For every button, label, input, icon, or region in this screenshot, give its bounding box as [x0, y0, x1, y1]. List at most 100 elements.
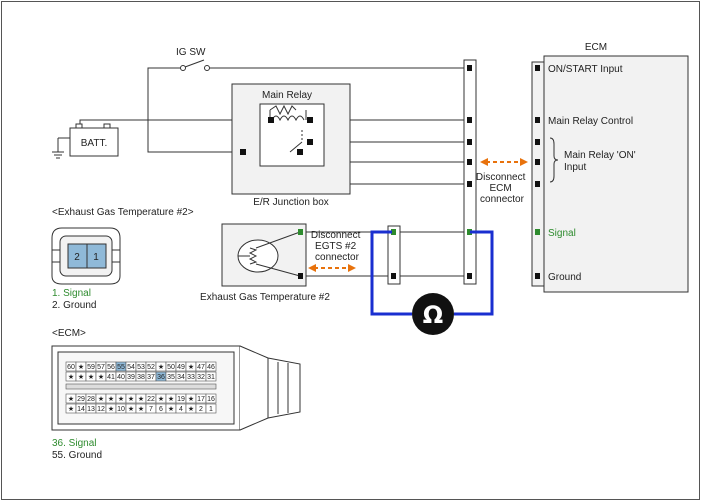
ohmmeter-loop: Ω	[370, 230, 494, 335]
ecm-pin-number: ★	[78, 373, 84, 381]
ecm-pin-number: ★	[138, 395, 144, 403]
ecm-pin-number: 49	[177, 364, 185, 371]
egts-legend-signal: 1. Signal	[52, 288, 91, 299]
ecm-pin-on-start: ON/START Input	[548, 64, 623, 75]
ecm-pin-number: ★	[128, 405, 134, 413]
relay-terminal	[268, 117, 274, 123]
ecm-pin-number: 55	[117, 364, 125, 371]
ecm-pin-number: ★	[108, 395, 114, 403]
ecm-pin-number: 28	[87, 396, 95, 403]
main-relay-label: Main Relay	[262, 90, 312, 101]
ecm-pin-number: 7	[149, 406, 153, 413]
ecm-pin-number: 16	[207, 396, 215, 403]
ecm-pin-number: 12	[97, 406, 105, 413]
ecm-pin-number: 19	[177, 396, 185, 403]
egts-connector-title: <Exhaust Gas Temperature #2>	[52, 207, 194, 218]
egts-sensor-label: Exhaust Gas Temperature #2	[200, 292, 330, 303]
ecm-pin-cell	[205, 393, 217, 404]
ecm-pin-cell	[205, 361, 217, 372]
ecm-pin-number: 46	[207, 364, 215, 371]
ecm-pin-number: 6	[159, 406, 163, 413]
omega-icon: Ω	[423, 301, 443, 329]
ecm-pin-number: 57	[97, 364, 105, 371]
ecm-pin-number: ★	[158, 363, 164, 371]
ecm-pin-number: ★	[98, 395, 104, 403]
ecm-pin-number: ★	[68, 395, 74, 403]
ecm-pin-cell	[205, 403, 217, 414]
relay-terminal	[307, 139, 313, 145]
ecm-legend-signal: 36. Signal	[52, 438, 96, 449]
ecm-pin-number: ★	[188, 405, 194, 413]
ecm-pin-number: 4	[179, 406, 183, 413]
ecm-pin-number: 35	[167, 374, 175, 381]
disconnect-egts-callout: Disconnect EGTS #2 connector	[308, 230, 363, 272]
ecm-pin-number: 2	[199, 406, 203, 413]
ecm-label: ECM	[585, 42, 607, 53]
ecm-pin-number: 53	[137, 364, 145, 371]
ecm-pin-number: ★	[188, 363, 194, 371]
ecm-pin-number: 36	[157, 374, 165, 381]
ecm-connector-key	[65, 383, 217, 390]
ecm-pin-number: 40	[117, 374, 125, 381]
ecm-pin-number: 50	[167, 364, 175, 371]
ecm-pin-number: 59	[87, 364, 95, 371]
ecm-pin-number: 47	[197, 364, 205, 371]
ecm-pin-number: 29	[77, 396, 85, 403]
ecm-pin-number: 31	[207, 374, 215, 381]
ecm-pin-number: 54	[127, 364, 135, 371]
ecm-pin-number: ★	[98, 373, 104, 381]
ecm-pin-number: 34	[177, 374, 185, 381]
ecm-pin-number: ★	[108, 405, 114, 413]
egts-legend-ground: 2. Ground	[52, 300, 96, 311]
ecm-pin-number: 33	[187, 374, 195, 381]
ecm-pin-number: 52	[147, 364, 155, 371]
ecm-pin-number: 1	[209, 406, 213, 413]
ecm-pin-number: ★	[188, 395, 194, 403]
ecm-pin-number: 13	[87, 406, 95, 413]
ecm-connector-title: <ECM>	[52, 328, 86, 339]
ecm-pin-number: ★	[168, 405, 174, 413]
ecm-pin-number: ★	[118, 395, 124, 403]
ecm-pin-number: ★	[68, 373, 74, 381]
egts-harness-connector	[387, 225, 401, 285]
ecm-pin-cell	[205, 371, 217, 382]
ecm-pin-number: 14	[77, 406, 85, 413]
ecm-module: ECM ON/START Input Main Relay Control Ma…	[531, 42, 689, 293]
ecm-pin-main-relay-on: Main Relay 'ON' Input	[564, 150, 638, 173]
ohmmeter	[412, 293, 454, 335]
disconnect-ecm-callout: Disconnect ECM connector	[476, 158, 528, 205]
ig-sw-label: IG SW	[176, 47, 206, 58]
ig-switch: IG SW	[176, 47, 210, 71]
ecm-pin-number: ★	[88, 373, 94, 381]
battery: BATT.	[69, 123, 119, 157]
ecm-legend-ground: 55. Ground	[52, 450, 102, 461]
ecm-pin-number: 10	[117, 406, 125, 413]
ecm-pin-ground: Ground	[548, 272, 581, 283]
ecm-pin-number: 17	[197, 396, 205, 403]
ecm-pin-number: 60	[67, 364, 75, 371]
junction-box: Main Relay E/R Junction box	[231, 83, 351, 208]
ecm-pin-signal: Signal	[548, 228, 576, 239]
ecm-pin-number: 38	[137, 374, 145, 381]
ecm-pin-number: ★	[68, 405, 74, 413]
ecm-pin-number: ★	[128, 395, 134, 403]
ecm-pin-number: ★	[78, 363, 84, 371]
disconnect-egts-label: Disconnect EGTS #2 connector	[311, 230, 363, 263]
ecm-harness-connector	[463, 59, 477, 285]
ecm-pin-number: ★	[158, 395, 164, 403]
disconnect-ecm-label: Disconnect ECM connector	[476, 172, 528, 205]
relay-terminal	[240, 149, 246, 155]
egts-sensor: Exhaust Gas Temperature #2	[200, 223, 330, 303]
egts-pin-2: 2	[74, 252, 80, 263]
battery-label: BATT.	[81, 138, 107, 149]
relay-terminal	[307, 117, 313, 123]
ecm-pin-number: 32	[197, 374, 205, 381]
ecm-pin-main-relay-control: Main Relay Control	[548, 116, 633, 127]
ecm-pin-number: 39	[127, 374, 135, 381]
relay-terminal	[297, 149, 303, 155]
